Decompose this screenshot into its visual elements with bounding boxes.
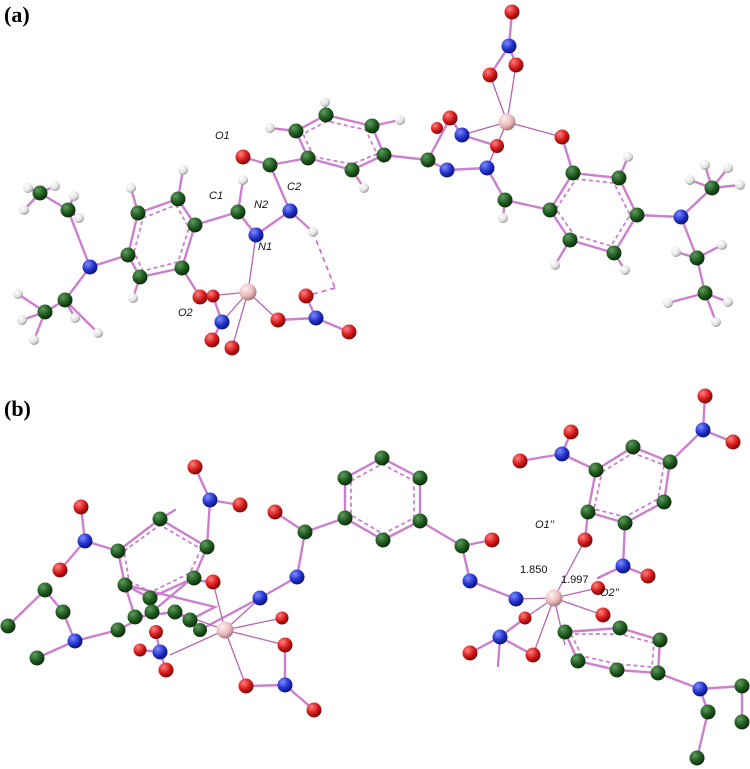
panel-a-atom-labels: O1 C1 C2 N2 N1 O2 (178, 130, 301, 319)
metal-atom-b-right (545, 589, 563, 607)
atom-label-O1: O1 (215, 130, 230, 142)
distance-label-1: 1.850 (520, 564, 548, 576)
atom-label-N1: N1 (258, 241, 272, 253)
panel-a-bonds (16, 10, 742, 349)
panel-a-atoms (13, 4, 745, 356)
panel-label-b: (b) (4, 396, 31, 421)
panel-a-structure: O1 C1 C2 N2 N1 O2 (13, 4, 745, 356)
metal-atom-a-left (239, 283, 257, 301)
panel-b-atoms (0, 388, 750, 766)
atom-label-O2pp: O2’’ (600, 587, 620, 599)
panel-b-labels: O1’’ O2’’ 1.850 1.997 (520, 519, 620, 599)
panel-label-a: (a) (4, 2, 30, 27)
distance-label-2: 1.997 (561, 574, 589, 586)
metal-atom-a-right (498, 113, 516, 131)
metal-atom-b-left (216, 621, 234, 639)
atom-label-N2: N2 (254, 199, 268, 211)
atom-label-C1: C1 (209, 190, 223, 202)
panel-b-structure: O1’’ O2’’ 1.850 1.997 (0, 388, 750, 766)
atom-label-O2: O2 (178, 307, 193, 319)
atom-label-O1pp: O1’’ (535, 519, 555, 531)
atom-label-C2: C2 (287, 181, 301, 193)
